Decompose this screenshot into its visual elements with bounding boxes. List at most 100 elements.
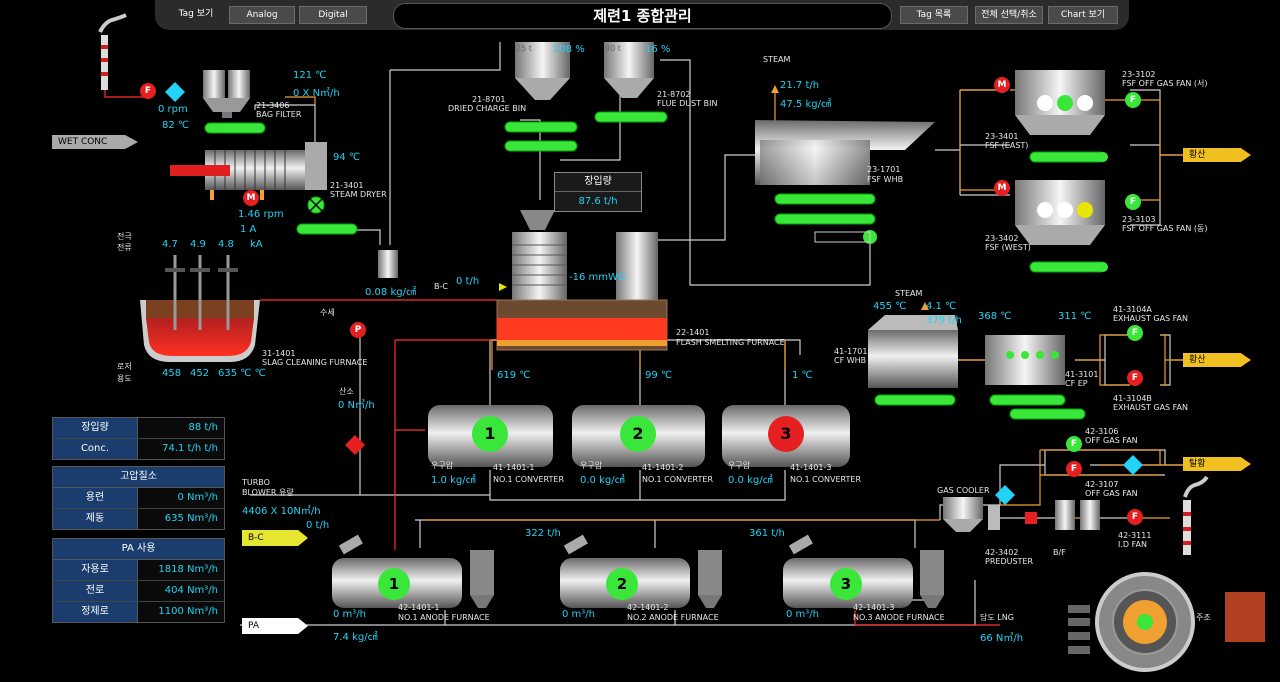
select-all-button[interactable]: 전체 선택/취소	[975, 6, 1043, 24]
fan-motor-icon[interactable]: F	[140, 83, 156, 99]
fan7-id: 42-3107	[1085, 480, 1119, 489]
dried-bin-id: 21-8701	[472, 95, 506, 104]
pa-row-value: 1818 Nm³/h	[158, 564, 218, 575]
dried-bin-name: DRIED CHARGE BIN	[448, 104, 527, 113]
preduster-name: PREDUSTER	[985, 557, 1034, 566]
dryer-flow0x: 0 X N㎥/h	[293, 88, 340, 99]
sfc-id: 31-1401	[262, 349, 296, 358]
fan-icon[interactable]: F	[1066, 461, 1082, 477]
flue-bin-pct: 16 %	[645, 44, 671, 55]
fan-icon[interactable]: F	[1127, 370, 1143, 386]
electrode-current-3: 4.8	[218, 239, 234, 250]
steam-dryer-name: STEAM DRYER	[330, 190, 387, 199]
fsf-fan1-name: FSF OFF GAS FAN (서)	[1122, 79, 1208, 88]
flue-bin-name: FLUE DUST BIN	[657, 99, 718, 108]
sfc-temp-3: 635 ℃ ℃	[218, 368, 266, 379]
desulf-tag: 탈황	[1183, 457, 1251, 471]
hp-nitrogen-title: 고압질소	[53, 467, 224, 488]
pump-icon[interactable]: P	[350, 322, 366, 338]
cf-whb-id: 41-1701	[834, 347, 868, 356]
sfc-temp-label-1: 로저	[117, 362, 132, 371]
sulfuric-acid-tag-1: 황산	[1183, 148, 1251, 162]
gas-cooler-label: GAS COOLER	[937, 486, 990, 495]
dryer-rpm146: 1.46 rpm	[238, 209, 284, 220]
chart-view-button[interactable]: Chart 보기	[1048, 6, 1118, 24]
anode-1-status[interactable]: 1	[378, 568, 410, 600]
fan-icon[interactable]: F	[1066, 436, 1082, 452]
motor-icon[interactable]: M	[994, 180, 1010, 196]
anode-flow361: 361 t/h	[749, 528, 785, 539]
anode-flow322: 322 t/h	[525, 528, 561, 539]
blower-label: BLOWER 유량	[242, 488, 294, 497]
fan-icon[interactable]: F	[1127, 325, 1143, 341]
steam-dryer-id: 21-3401	[330, 181, 364, 190]
cf-temp455: 455 ℃	[873, 301, 907, 312]
fsf-fan1-id: 23-3102	[1122, 70, 1156, 79]
wet-conc-tag: WET CONC	[52, 135, 138, 149]
pa-row-label: 자용로	[53, 560, 138, 580]
lng-label: 담도 LNG	[980, 613, 1014, 622]
cf-ep-id: 41-3101	[1065, 370, 1099, 379]
tag-view-button[interactable]: Tag 보기	[178, 9, 214, 19]
sfc-temp-1: 458	[162, 368, 182, 379]
hp-row-label: 제동	[53, 509, 138, 529]
idfan-name: I.D FAN	[1118, 540, 1147, 549]
converter-2-press: 0.0 kg/㎠	[580, 475, 625, 486]
anode-3-status[interactable]: 3	[830, 568, 862, 600]
flue-bin-id: 21-8702	[657, 90, 691, 99]
converter-2-name: NO.1 CONVERTER	[642, 475, 714, 484]
pa-row-value: 404 Nm³/h	[164, 585, 218, 596]
blower-flow: 4406 X 10N㎥/h	[242, 506, 321, 517]
converter-1-name: NO.1 CONVERTER	[493, 475, 565, 484]
cf-temp41: 4.1 ℃	[926, 301, 957, 312]
motor-icon[interactable]: M	[243, 190, 259, 206]
electrode-label: 전극	[117, 232, 132, 241]
cf-temp368: 368 ℃	[978, 311, 1012, 322]
tag-list-button[interactable]: Tag 목록	[900, 6, 968, 24]
converter-2-status[interactable]: 2	[620, 416, 656, 452]
dryer-temp94: 94 ℃	[333, 152, 361, 163]
dried-bin-capacity: 25 t	[516, 44, 532, 53]
motor-icon[interactable]: M	[994, 77, 1010, 93]
fsf-whb-name: FSF WHB	[867, 175, 904, 184]
current-label: 전류	[117, 243, 132, 252]
sulfuric-acid-tag-2: 황산	[1183, 353, 1251, 367]
analog-button[interactable]: Analog	[229, 6, 295, 24]
converter-2-temp: 99 ℃	[645, 370, 673, 381]
fan-icon[interactable]: F	[1125, 92, 1141, 108]
cf-flow379: 379 t/h	[926, 315, 962, 326]
converter-2-id: 41-1401-2	[642, 463, 684, 472]
fan-icon[interactable]: F	[1127, 509, 1143, 525]
digital-button[interactable]: Digital	[299, 6, 367, 24]
fan-icon[interactable]: F	[1125, 194, 1141, 210]
cf-whb-name: CF WHB	[834, 356, 867, 365]
anode-2-status[interactable]: 2	[606, 568, 638, 600]
dryer-temp82: 82 ℃	[162, 120, 190, 131]
cf-fanA-name: EXHAUST GAS FAN	[1113, 314, 1189, 323]
converter-3-id: 41-1401-3	[790, 463, 832, 472]
oxygen-label: 산소	[339, 387, 354, 396]
converter-3-status[interactable]: 3	[768, 416, 804, 452]
fan6-name: OFF GAS FAN	[1085, 436, 1138, 445]
sfc-temp-label-2: 용도	[117, 374, 132, 383]
converter-1-id: 41-1401-1	[493, 463, 535, 472]
converter-3-name: NO.1 CONVERTER	[790, 475, 862, 484]
converter-1-status[interactable]: 1	[472, 416, 508, 452]
fsf-fan2-name: FSF OFF GAS FAN (동)	[1122, 224, 1208, 233]
fsf-draft: -16 mmWG	[569, 272, 626, 283]
converter-1-temp: 619 ℃	[497, 370, 531, 381]
bag-filter-name: BAG FILTER	[256, 110, 302, 119]
page-title: 제련1 종합관리	[393, 3, 892, 29]
charge-load-box: 장입량 87.6 t/h	[554, 172, 642, 212]
dryer-amp: 1 A	[240, 224, 257, 235]
fsf-ep-east-id: 23-3401	[985, 132, 1019, 141]
pa-row-label: 전로	[53, 581, 138, 601]
electrode-current-unit: kA	[250, 239, 263, 250]
idfan-id: 42-3111	[1118, 531, 1152, 540]
anode-3-name: NO.3 ANODE FURNACE	[853, 613, 945, 622]
electrode-current-1: 4.7	[162, 239, 178, 250]
